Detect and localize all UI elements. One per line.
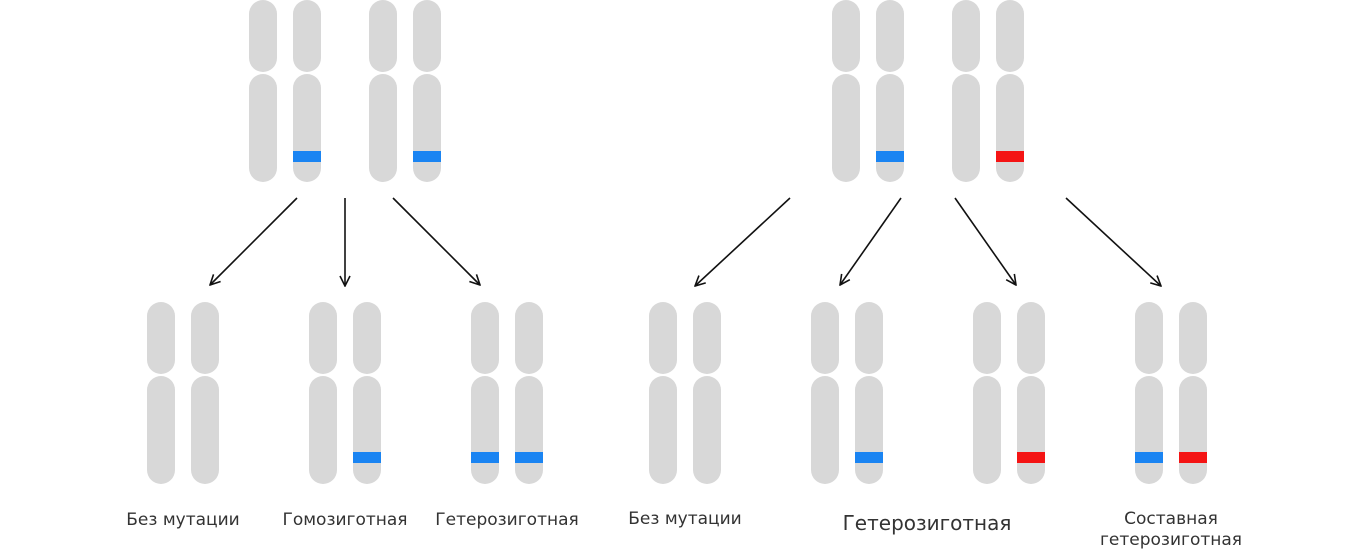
right-offspring-2-chromatid-2 [855,302,883,484]
mutation-band-blue [515,452,543,463]
arrow-right-to-compound [1065,197,1161,286]
chromatid-long-arm [952,74,980,182]
label-heterozygous-left: Гетерозиготная [435,510,579,530]
chromatid-short-arm [293,0,321,72]
chromatid-long-arm [1017,376,1045,484]
chromatid-long-arm [249,74,277,182]
chromatid-short-arm [649,302,677,374]
mutation-band-red [996,151,1024,162]
label-compound-line-2: гетерозиготная [1099,530,1243,551]
chromatid-short-arm [369,0,397,72]
chromatid-long-arm [191,376,219,484]
right-offspring-4-chromatid-1 [1135,302,1163,484]
chromatid-long-arm [876,74,904,182]
chromatid-long-arm [649,376,677,484]
right-offspring-4-chromatid-2 [1179,302,1207,484]
chromatid-long-arm [693,376,721,484]
chromatid-short-arm [693,302,721,374]
chromatid-long-arm [996,74,1024,182]
chromatid-long-arm [369,74,397,182]
chromatid-short-arm [191,302,219,374]
right-parent-1-chromatid-1 [832,0,860,182]
chromatid-short-arm [1135,302,1163,374]
label-heterozygous-right: Гетерозиготная [842,511,1012,535]
mutation-band-blue [876,151,904,162]
chromatid-long-arm [811,376,839,484]
left-offspring-2-chromatid-1 [309,302,337,484]
chromatid-long-arm [293,74,321,182]
label-compound-heterozygous: Составная гетерозиготная [1081,509,1261,552]
mutation-band-red [1179,452,1207,463]
right-parent-1-chromatid-2 [876,0,904,182]
chromatid-long-arm [147,376,175,484]
right-parent-2-chromatid-1 [952,0,980,182]
chromatid-short-arm [1017,302,1045,374]
arrow-left-to-heterozygous [392,197,480,285]
arrow-right-to-heterozygous-blue [840,197,902,285]
chromatid-long-arm [855,376,883,484]
chromatid-long-arm [353,376,381,484]
chromatid-long-arm [1179,376,1207,484]
mutation-band-blue [413,151,441,162]
chromatid-long-arm [515,376,543,484]
left-offspring-3-chromatid-2 [515,302,543,484]
right-offspring-2-chromatid-1 [811,302,839,484]
chromatid-short-arm [309,302,337,374]
mutation-band-blue [855,452,883,463]
chromosomes-group [147,0,1207,484]
label-compound-line-1: Составная [1124,509,1218,529]
chromatid-short-arm [996,0,1024,72]
mutation-band-blue [1135,452,1163,463]
mutation-band-red [1017,452,1045,463]
left-parent-2-chromatid-2 [413,0,441,182]
chromatid-short-arm [811,302,839,374]
label-no-mutation-right: Без мутации [628,509,742,529]
right-offspring-3-chromatid-2 [1017,302,1045,484]
chromatid-short-arm [876,0,904,72]
right-offspring-1-chromatid-2 [693,302,721,484]
left-offspring-3-chromatid-1 [471,302,499,484]
chromatid-short-arm [515,302,543,374]
mutation-band-blue [293,151,321,162]
chromatid-short-arm [832,0,860,72]
left-offspring-2-chromatid-2 [353,302,381,484]
chromatid-long-arm [832,74,860,182]
label-no-mutation-left: Без мутации [126,510,240,530]
chromatid-short-arm [249,0,277,72]
right-offspring-3-chromatid-1 [973,302,1001,484]
chromatid-short-arm [353,302,381,374]
label-homozygous: Гомозиготная [282,510,408,530]
left-parent-2-chromatid-1 [369,0,397,182]
left-offspring-1-chromatid-2 [191,302,219,484]
chromatid-long-arm [471,376,499,484]
arrow-right-to-no-mutation [695,197,791,286]
chromatid-short-arm [471,302,499,374]
right-offspring-1-chromatid-1 [649,302,677,484]
chromatid-short-arm [973,302,1001,374]
left-parent-1-chromatid-1 [249,0,277,182]
arrows-group [210,197,1161,286]
mutation-band-blue [353,452,381,463]
chromatid-short-arm [147,302,175,374]
chromatid-long-arm [1135,376,1163,484]
chromatid-short-arm [855,302,883,374]
arrow-left-to-no-mutation [210,197,298,285]
chromatid-long-arm [413,74,441,182]
left-offspring-1-chromatid-1 [147,302,175,484]
left-parent-1-chromatid-2 [293,0,321,182]
arrow-right-to-heterozygous-red [954,197,1016,285]
chromatid-short-arm [1179,302,1207,374]
chromatid-short-arm [413,0,441,72]
chromatid-long-arm [973,376,1001,484]
chromatid-short-arm [952,0,980,72]
right-parent-2-chromatid-2 [996,0,1024,182]
chromatid-long-arm [309,376,337,484]
mutation-band-blue [471,452,499,463]
